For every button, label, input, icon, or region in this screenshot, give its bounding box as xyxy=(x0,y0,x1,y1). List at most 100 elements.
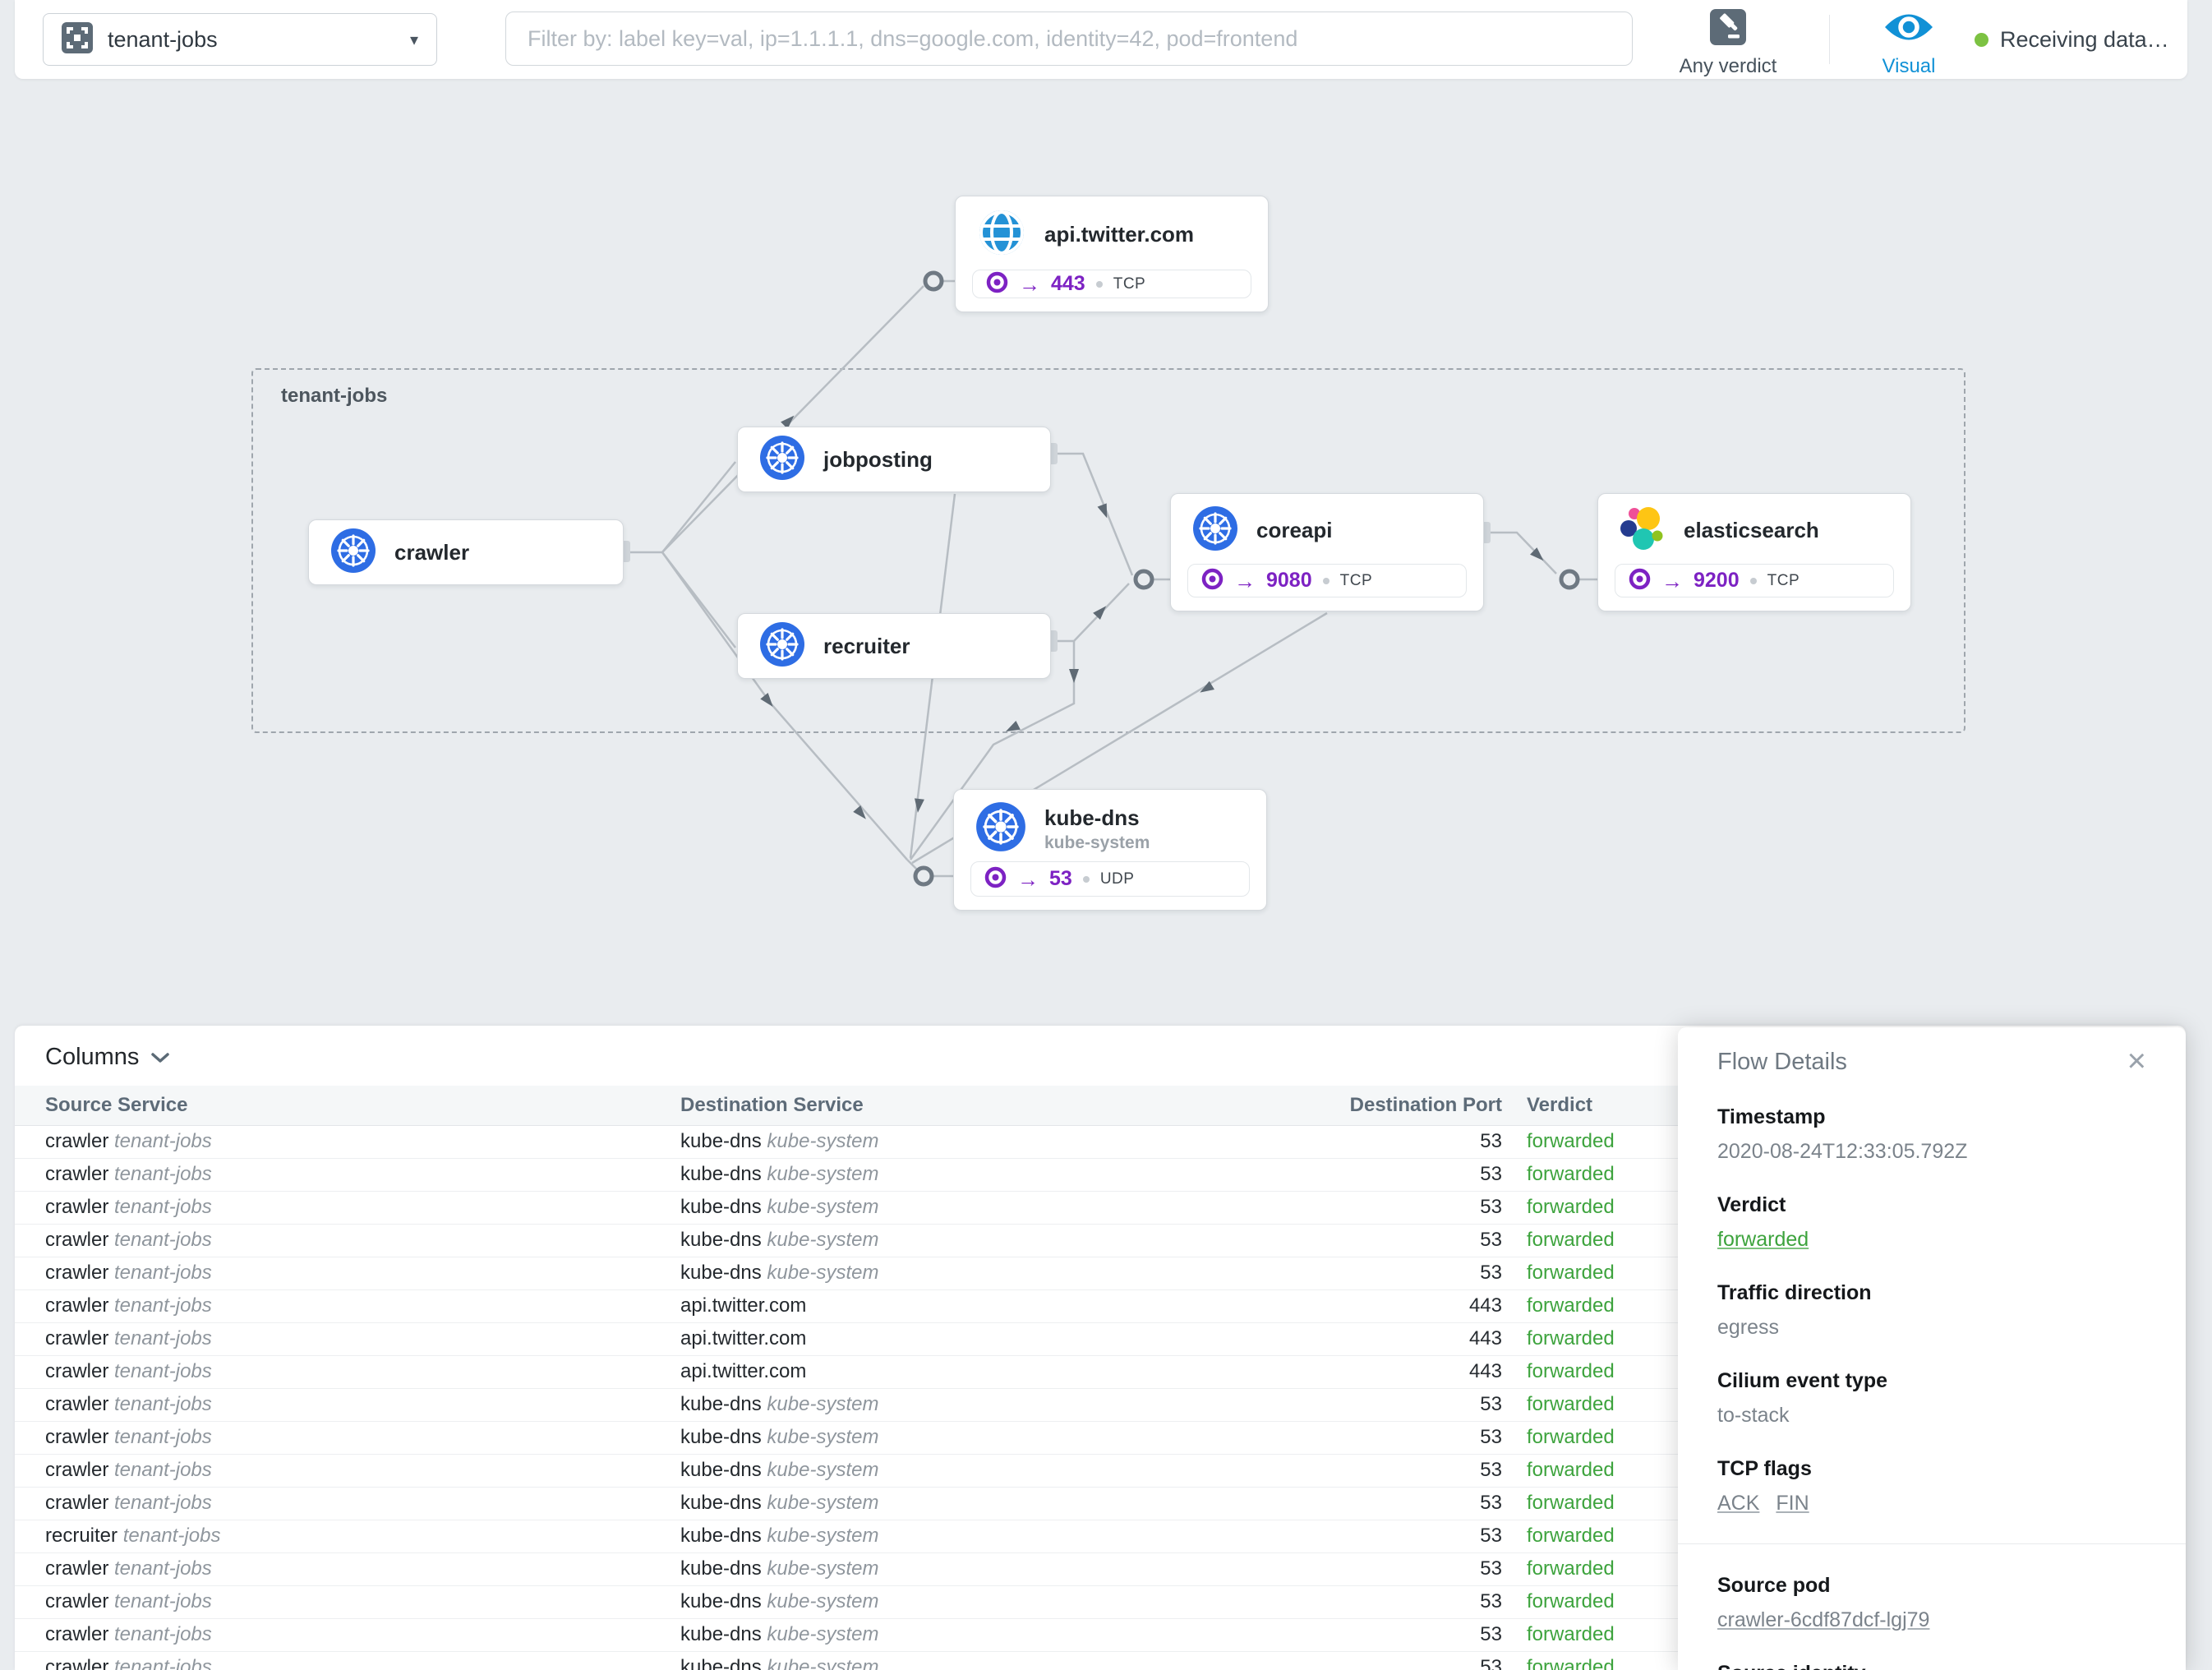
flow-cell: forwarded xyxy=(1502,1421,1678,1455)
flow-cell: 53 xyxy=(1143,1388,1502,1422)
map-node-jobposting[interactable]: jobposting xyxy=(737,427,1051,492)
header-destination-port[interactable]: Destination Port xyxy=(1143,1086,1502,1126)
close-icon[interactable] xyxy=(2127,1049,2146,1073)
visual-view-toggle[interactable]: Visual xyxy=(1859,9,1958,78)
flow-cell: kube-dns kube-system xyxy=(650,1125,1143,1159)
flow-cell: kube-dns kube-system xyxy=(650,1520,1143,1553)
arrow-right-icon xyxy=(1234,570,1256,592)
namespace-select[interactable]: tenant-jobs xyxy=(43,13,437,66)
port-number: 53 xyxy=(1049,867,1072,890)
kubernetes-icon xyxy=(330,528,376,578)
node-title: jobposting xyxy=(823,446,933,472)
map-node-recruiter[interactable]: recruiter xyxy=(737,613,1051,679)
port-protocol: TCP xyxy=(1767,571,1800,589)
map-node-coreapi[interactable]: coreapi 9080 TCP xyxy=(1170,493,1484,611)
port-row-443[interactable]: 443 TCP xyxy=(972,270,1251,298)
flow-cell: kube-dns kube-system xyxy=(650,1158,1143,1192)
flow-cell: crawler tenant-jobs xyxy=(15,1454,650,1488)
detail-source-identity: Source identity 40399 xyxy=(1717,1662,2146,1670)
flow-cell: api.twitter.com xyxy=(650,1355,1143,1389)
port-row-9080[interactable]: 9080 TCP xyxy=(1187,564,1467,597)
flow-cell: recruiter tenant-jobs xyxy=(15,1520,650,1553)
flow-cell: forwarded xyxy=(1502,1388,1678,1422)
header-verdict[interactable]: Verdict xyxy=(1502,1086,1678,1126)
namespace-icon xyxy=(62,21,93,58)
flow-cell: 53 xyxy=(1143,1585,1502,1619)
map-node-elasticsearch[interactable]: elasticsearch 9200 TCP xyxy=(1597,493,1911,611)
port-protocol: TCP xyxy=(1113,274,1146,293)
kubernetes-icon xyxy=(975,801,1026,856)
top-bar: tenant-jobs Any verdict Visual Receiving… xyxy=(15,0,2187,79)
namespace-select-value: tenant-jobs xyxy=(108,26,218,52)
flow-cell: forwarded xyxy=(1502,1224,1678,1257)
map-node-kube-dns[interactable]: kube-dns kube-system 53 UDP xyxy=(953,789,1267,911)
kubernetes-icon xyxy=(759,621,805,671)
flow-cell: crawler tenant-jobs xyxy=(15,1224,650,1257)
flow-cell: kube-dns kube-system xyxy=(650,1651,1143,1670)
header-destination-service[interactable]: Destination Service xyxy=(650,1086,1143,1126)
flow-cell: 53 xyxy=(1143,1618,1502,1652)
flow-cell: kube-dns kube-system xyxy=(650,1585,1143,1619)
flow-filter-input[interactable] xyxy=(505,12,1633,66)
map-node-crawler[interactable]: crawler xyxy=(308,519,624,585)
verdict-filter-label: Any verdict xyxy=(1679,55,1777,77)
details-divider xyxy=(1678,1543,2186,1544)
flow-cell: crawler tenant-jobs xyxy=(15,1322,650,1356)
flow-cell: crawler tenant-jobs xyxy=(15,1158,650,1192)
header-source-service[interactable]: Source Service xyxy=(15,1086,650,1126)
verdict-link[interactable]: forwarded xyxy=(1717,1228,1809,1251)
detail-source-pod: Source pod crawler-6cdf87dcf-lgj79 xyxy=(1717,1574,2146,1632)
detail-label: Cilium event type xyxy=(1717,1369,1887,1392)
arrow-right-icon xyxy=(1019,274,1040,295)
circle-dot-icon xyxy=(986,271,1008,298)
topbar-divider xyxy=(1829,15,1830,64)
flow-cell: crawler tenant-jobs xyxy=(15,1191,650,1225)
port-row-9200[interactable]: 9200 TCP xyxy=(1615,564,1894,597)
node-title: recruiter xyxy=(823,633,910,658)
flow-cell: forwarded xyxy=(1502,1355,1678,1389)
node-title: elasticsearch xyxy=(1684,518,1819,542)
flow-cell: crawler tenant-jobs xyxy=(15,1421,650,1455)
map-node-api-twitter[interactable]: api.twitter.com 443 TCP xyxy=(955,196,1269,312)
flow-cell: forwarded xyxy=(1502,1158,1678,1192)
flow-cell: forwarded xyxy=(1502,1552,1678,1586)
flow-cell: 53 xyxy=(1143,1191,1502,1225)
port-row-53[interactable]: 53 UDP xyxy=(970,861,1250,897)
cluster-label: tenant-jobs xyxy=(281,385,388,407)
verdict-filter-button[interactable]: Any verdict xyxy=(1666,9,1790,78)
dot-separator xyxy=(1095,280,1103,288)
flow-cell: 443 xyxy=(1143,1322,1502,1356)
flow-cell: kube-dns kube-system xyxy=(650,1552,1143,1586)
flow-cell: crawler tenant-jobs xyxy=(15,1585,650,1619)
flow-cell: crawler tenant-jobs xyxy=(15,1355,650,1389)
flow-cell: 53 xyxy=(1143,1651,1502,1670)
flow-cell: kube-dns kube-system xyxy=(650,1191,1143,1225)
flow-cell: forwarded xyxy=(1502,1125,1678,1159)
tcp-flag-ack[interactable]: ACK xyxy=(1717,1492,1760,1515)
flow-cell: forwarded xyxy=(1502,1454,1678,1488)
detail-label: Verdict xyxy=(1717,1193,1786,1216)
detail-cilium-event-type: Cilium event type to-stack xyxy=(1717,1369,2146,1428)
dot-separator xyxy=(1749,577,1757,584)
tcp-flag-fin[interactable]: FIN xyxy=(1776,1492,1809,1515)
columns-selector-button[interactable]: Columns xyxy=(15,1026,196,1086)
source-pod-link[interactable]: crawler-6cdf87dcf-lgj79 xyxy=(1717,1608,1930,1631)
circle-dot-icon xyxy=(984,866,1007,893)
